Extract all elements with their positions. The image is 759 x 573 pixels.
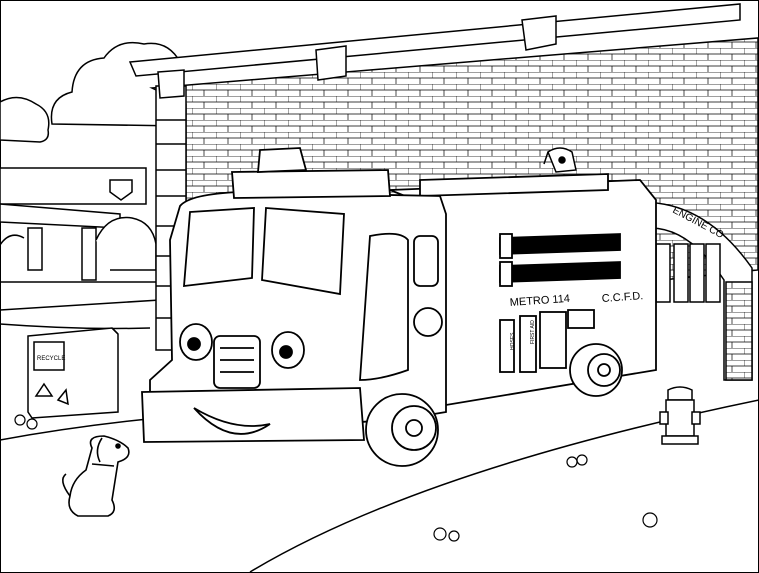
truck-emblem	[413, 307, 443, 337]
sitting-dog	[62, 435, 130, 517]
cloud-small	[0, 96, 50, 143]
truck-windshield-right	[261, 207, 345, 296]
bin-label: RECYCLE	[37, 356, 65, 362]
flowers	[14, 414, 658, 542]
truck-smile	[193, 407, 271, 435]
background-building	[0, 167, 161, 311]
roof-lamp	[157, 69, 185, 99]
truck-unit-text: METRO 114	[509, 293, 570, 309]
roof-lamp	[521, 15, 557, 51]
fire-truck	[141, 147, 657, 467]
truck-windshield-left	[183, 207, 255, 288]
truck-side-text: C.C.F.D.	[601, 290, 643, 305]
recycle-bin	[27, 327, 119, 419]
first-aid-label: FIRST AID	[530, 320, 536, 344]
recycle-icon	[34, 382, 69, 406]
roof-lamp	[315, 45, 347, 81]
fire-hydrant	[659, 386, 701, 445]
truck-grille	[213, 335, 261, 389]
compartment-label: HOSES	[510, 332, 516, 350]
dalmatian-on-truck	[543, 147, 577, 173]
